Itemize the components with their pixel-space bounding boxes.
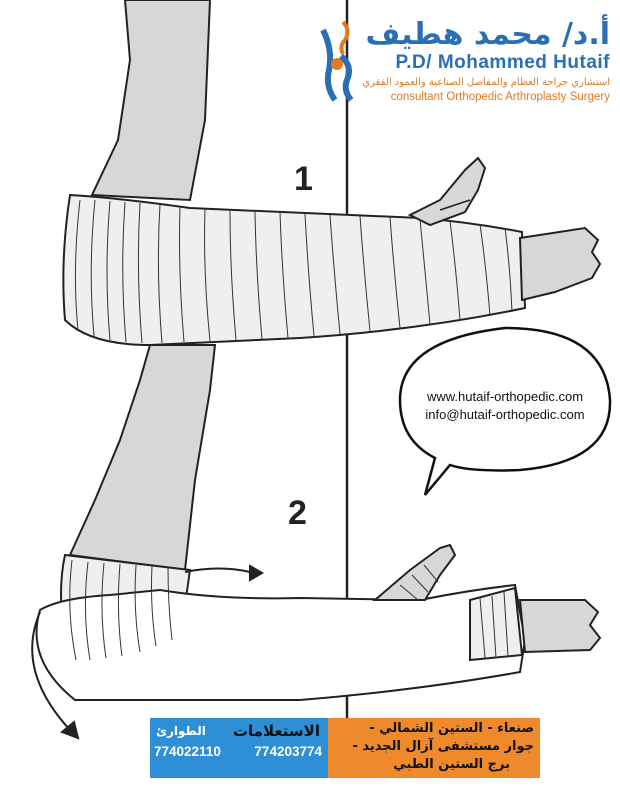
thumb-stitch-1 [439,199,471,211]
thumb-1 [407,156,487,227]
stockinette-sleeve-1 [62,193,527,347]
website-link[interactable]: www.hutaif-orthopedic.com [426,389,584,404]
fold-arrows [31,564,264,740]
brand-subtitle-ar: استشاري جراحة العظام والمفاصل الصناعية و… [362,77,610,88]
sleeve-ribs-1 [74,199,513,344]
arm-step-1 [62,0,602,347]
fingers-1 [518,226,602,302]
thumb-2 [372,543,457,601]
cuff-ribs-2 [69,559,509,661]
brand-header: أ.د/ محمد هطيف P.D/ Mohammed Hutaif استش… [310,18,610,104]
address-line-2: جوار مستشفى آزال الجديد - [352,739,534,754]
contact-block: www.hutaif-orthopedic.com info@hutaif-or… [405,388,605,424]
arm-step-2 [35,344,602,701]
step-2-label: 2 [288,494,307,532]
address-line-3: برج الستين الطبي [393,757,510,772]
hand-sleeve-2 [469,586,524,662]
orthopedic-knee-logo-icon [320,20,354,102]
inquiries-label: الاستعلامات [232,722,320,740]
brand-subtitle-en: consultant Orthopedic Arthroplasty Surge… [390,91,610,103]
brand-name-en: P.D/ Mohammed Hutaif [395,52,610,73]
emergency-label: الطوارئ [156,724,206,738]
step-1-label: 1 [294,160,313,198]
footer-banner: الاستعلامات الطوارئ 774203774 774022110 … [150,718,540,778]
inquiries-phone[interactable]: 774203774 [254,744,322,759]
footer-phones: الاستعلامات الطوارئ 774203774 774022110 [150,718,328,778]
upper-arm-1 [90,0,212,202]
folded-sleeve-2 [35,583,527,701]
speech-bubble [398,326,612,496]
upper-arm-2 [68,344,217,572]
fingers-2 [518,599,602,654]
brand-name-ar: أ.د/ محمد هطيف [365,17,610,52]
emergency-phone[interactable]: 774022110 [154,744,221,759]
email-link[interactable]: info@hutaif-orthopedic.com [425,407,585,422]
footer-address: صنعاء - الستين الشمالي - جوار مستشفى آزا… [328,718,540,778]
address-line-1: صنعاء - الستين الشمالي - [369,721,534,736]
